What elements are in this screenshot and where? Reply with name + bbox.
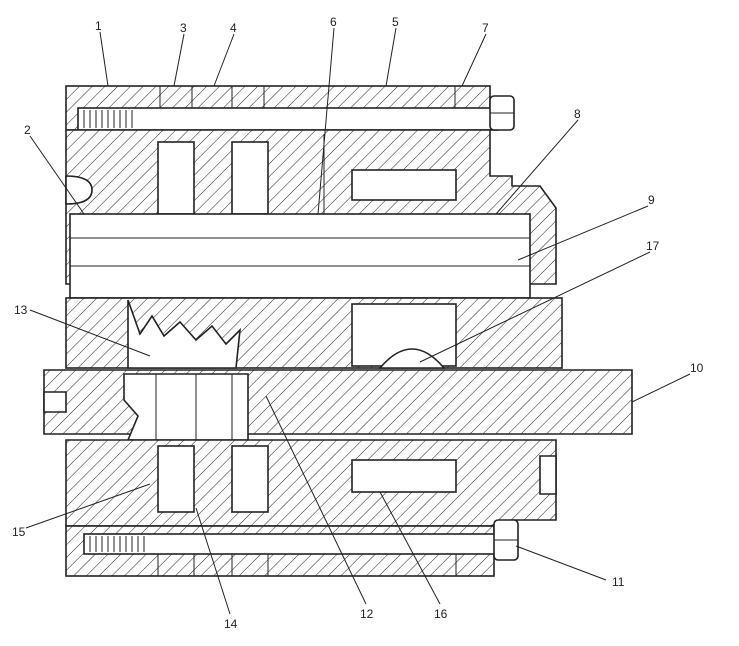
idler-shaft bbox=[69, 213, 531, 299]
callout-16: 16 bbox=[434, 607, 448, 621]
callout-6: 6 bbox=[330, 15, 337, 29]
callout-2: 2 bbox=[24, 123, 31, 137]
bottom-bolt-band bbox=[65, 525, 497, 577]
leader-lines bbox=[25, 27, 691, 615]
bottom-bolt-head bbox=[493, 519, 519, 561]
callout-3: 3 bbox=[180, 21, 187, 35]
callout-1: 1 bbox=[95, 19, 102, 33]
callout-labels: 1 2 3 4 5 6 7 8 9 10 11 12 13 14 15 16 1… bbox=[12, 15, 704, 631]
callout-5: 5 bbox=[392, 15, 399, 29]
callout-13: 13 bbox=[14, 303, 28, 317]
top-bolt-head bbox=[489, 95, 515, 131]
top-bolt-threads bbox=[83, 110, 133, 128]
callout-11: 11 bbox=[612, 575, 625, 589]
lower-housing-section bbox=[65, 439, 557, 527]
drive-shaft bbox=[43, 369, 633, 441]
callout-8: 8 bbox=[574, 107, 581, 121]
middle-housing-section bbox=[65, 297, 563, 369]
callout-7: 7 bbox=[482, 21, 489, 35]
bottom-bolt-threads bbox=[89, 536, 145, 552]
callout-14: 14 bbox=[224, 617, 238, 631]
callout-17: 17 bbox=[646, 239, 660, 253]
callout-10: 10 bbox=[690, 361, 704, 375]
callout-9: 9 bbox=[648, 193, 655, 207]
callout-12: 12 bbox=[360, 607, 374, 621]
callout-4: 4 bbox=[230, 21, 237, 35]
callout-15: 15 bbox=[12, 525, 26, 539]
top-bolt-band bbox=[65, 85, 499, 131]
